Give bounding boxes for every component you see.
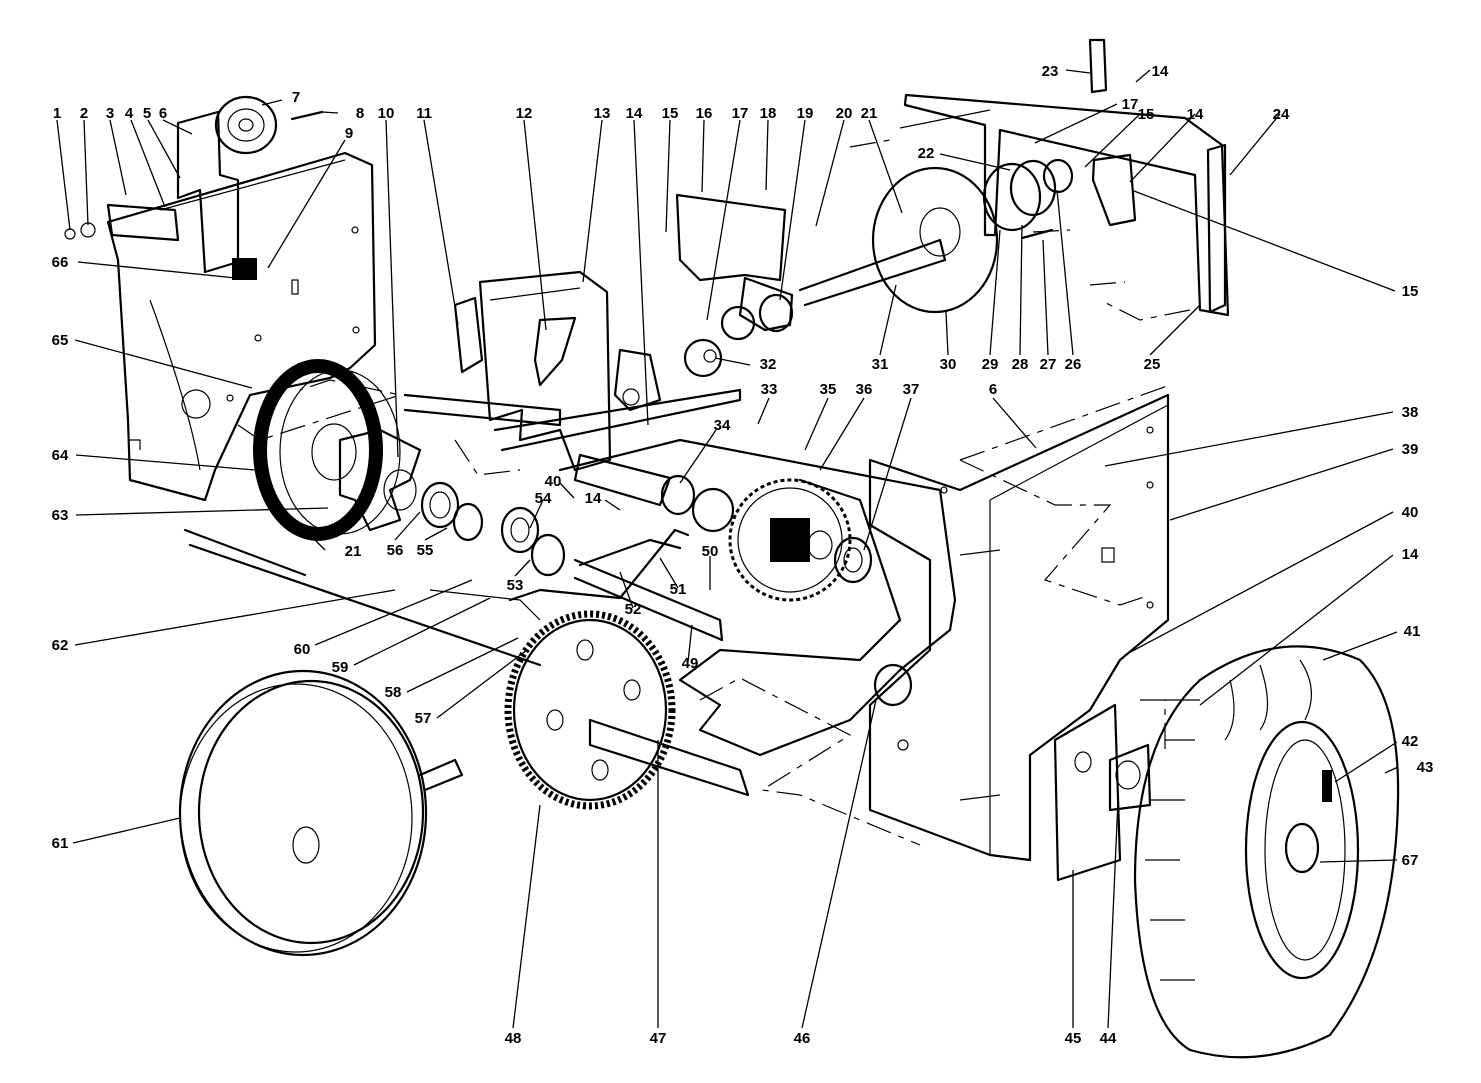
callout-16: 16 [696, 105, 713, 122]
callout-19: 19 [797, 105, 814, 122]
driven-gear [504, 610, 676, 810]
impeller-pulley [798, 158, 1074, 314]
callout-30: 30 [940, 356, 957, 373]
callout-37: 37 [903, 381, 920, 398]
callout-47: 47 [650, 1030, 667, 1047]
callout-labels: 1 2 3 4 5 6 7 8 9 10 11 12 13 14 15 16 1… [52, 63, 1434, 1047]
callout-25: 25 [1144, 356, 1161, 373]
callout-49: 49 [682, 655, 699, 672]
right-side-plate [868, 393, 1170, 862]
callout-45: 45 [1065, 1030, 1082, 1047]
callout-41: 41 [1404, 623, 1421, 640]
callout-34: 34 [714, 417, 731, 434]
callout-55: 55 [417, 542, 434, 559]
callout-31: 31 [872, 356, 889, 373]
callout-62: 62 [52, 637, 69, 654]
bearings [420, 474, 913, 707]
leader-lines [56, 69, 1399, 1029]
idler-pulley-assembly [64, 95, 324, 280]
callout-65: 65 [52, 332, 69, 349]
large-pulley [178, 669, 464, 957]
callout-46: 46 [794, 1030, 811, 1047]
callout-57: 57 [415, 710, 432, 727]
callout-51: 51 [670, 581, 687, 598]
callout-14: 14 [626, 105, 643, 122]
callout-3: 3 [106, 105, 114, 122]
shafts [183, 388, 750, 797]
callout-61: 61 [52, 835, 69, 852]
callout-14: 14 [1402, 546, 1419, 563]
callout-22: 22 [918, 145, 935, 162]
callout-56: 56 [387, 542, 404, 559]
callout-23: 23 [1042, 63, 1059, 80]
callout-14: 14 [585, 490, 602, 507]
callout-20: 20 [836, 105, 853, 122]
callout-15: 15 [1138, 106, 1155, 123]
callout-8: 8 [356, 105, 364, 122]
upper-right-housing [899, 38, 1230, 317]
callout-60: 60 [294, 641, 311, 658]
callout-21: 21 [345, 543, 362, 560]
callout-6: 6 [159, 105, 167, 122]
callout-36: 36 [856, 381, 873, 398]
callout-33: 33 [761, 381, 778, 398]
callout-42: 42 [1402, 733, 1419, 750]
shift-bracket [453, 270, 662, 472]
callout-59: 59 [332, 659, 349, 676]
callout-50: 50 [702, 543, 719, 560]
callout-5: 5 [143, 105, 151, 122]
callout-43: 43 [1417, 759, 1434, 776]
callout-52: 52 [625, 601, 642, 618]
callout-58: 58 [385, 684, 402, 701]
callout-7: 7 [292, 89, 300, 106]
callout-48: 48 [505, 1030, 522, 1047]
callout-26: 26 [1065, 356, 1082, 373]
bearing-plate [1053, 703, 1152, 882]
callout-13: 13 [594, 105, 611, 122]
callout-9: 9 [345, 125, 353, 142]
callout-44: 44 [1100, 1030, 1117, 1047]
callout-15: 15 [662, 105, 679, 122]
callout-2: 2 [80, 105, 88, 122]
callout-35: 35 [820, 381, 837, 398]
friction-drive-wheel [253, 359, 422, 541]
callout-29: 29 [982, 356, 999, 373]
callout-27: 27 [1040, 356, 1057, 373]
callout-1: 1 [53, 105, 61, 122]
callout-38: 38 [1402, 404, 1419, 421]
callout-39: 39 [1402, 441, 1419, 458]
callout-18: 18 [760, 105, 777, 122]
callout-12: 12 [516, 105, 533, 122]
callout-32: 32 [760, 356, 777, 373]
alignment-lines [237, 139, 1191, 846]
callout-66: 66 [52, 254, 69, 271]
parts-artwork [64, 38, 1400, 1059]
wheel-and-tire [1133, 645, 1400, 1059]
bracket-16 [675, 193, 794, 341]
callout-10: 10 [378, 105, 395, 122]
callout-28: 28 [1012, 356, 1029, 373]
callout-64: 64 [52, 447, 69, 464]
callout-40: 40 [1402, 504, 1419, 521]
callout-4: 4 [125, 105, 134, 122]
callout-6: 6 [989, 381, 997, 398]
callout-54: 54 [535, 490, 552, 507]
callout-14: 14 [1187, 106, 1204, 123]
sprockets [683, 338, 852, 602]
callout-40: 40 [545, 473, 562, 490]
left-side-plate [106, 151, 377, 502]
callout-63: 63 [52, 507, 69, 524]
callout-67: 67 [1402, 852, 1419, 869]
callout-17: 17 [1122, 96, 1139, 113]
callout-15: 15 [1402, 283, 1419, 300]
callout-11: 11 [416, 105, 432, 122]
callout-24: 24 [1273, 106, 1290, 123]
callout-53: 53 [507, 577, 524, 594]
callout-21: 21 [861, 105, 878, 122]
callout-17: 17 [732, 105, 749, 122]
frame-base [429, 438, 957, 757]
callout-14: 14 [1152, 63, 1169, 80]
